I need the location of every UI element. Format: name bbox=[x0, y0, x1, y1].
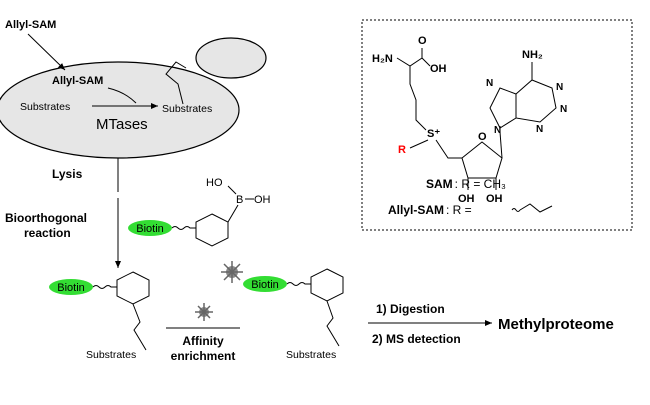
sam-curve-arrow bbox=[107, 87, 137, 104]
r-group-label: R bbox=[398, 144, 406, 156]
biotin-left-label: Biotin bbox=[57, 282, 85, 294]
ring-to-boron bbox=[227, 204, 239, 223]
sam-structure-box: H₂N O OH S⁺ R O OH OH NH₂ N N N N N SAM:… bbox=[361, 19, 633, 231]
wavy-linker-mid bbox=[286, 282, 311, 286]
carbonyl-o: O bbox=[418, 35, 427, 47]
cell-group: Allyl-SAM Allyl-SAM Substrates Substrate… bbox=[0, 19, 267, 159]
adenine-n9: N bbox=[494, 125, 501, 136]
adenine-n3: N bbox=[560, 104, 567, 115]
ms-detection-label: 2) MS detection bbox=[372, 332, 461, 346]
labeled-substrate-left: Biotin Substrates bbox=[49, 271, 150, 361]
allyl-chain-cell bbox=[165, 61, 187, 105]
s-ribose-bond bbox=[435, 139, 462, 159]
b-ho-bond bbox=[227, 185, 237, 195]
biotin-tag-mid bbox=[243, 276, 287, 292]
wavy-linker-top bbox=[171, 226, 196, 230]
substrates-right-label: Substrates bbox=[162, 103, 212, 115]
reaction-label: reaction bbox=[24, 226, 71, 240]
ribose-o: O bbox=[478, 131, 487, 143]
substrates-bottom-left: Substrates bbox=[86, 349, 136, 361]
linker-chain-mid bbox=[326, 300, 340, 347]
linker-chain-left bbox=[132, 303, 147, 351]
wavy-linker-left bbox=[92, 285, 117, 289]
adenine-n1: N bbox=[556, 82, 563, 93]
lysis-label: Lysis bbox=[52, 167, 83, 181]
biotin-tag-top bbox=[128, 220, 172, 236]
substrates-left-label: Substrates bbox=[20, 101, 70, 113]
ribose-oh1: OH bbox=[458, 193, 475, 205]
s-plus-label: S⁺ bbox=[427, 128, 440, 140]
enrichment-label: enrichment bbox=[171, 349, 236, 363]
allyl-sam-definition: Allyl-SAM: R = bbox=[388, 203, 472, 217]
boron-atom: B bbox=[236, 194, 243, 206]
boron-oh: OH bbox=[254, 194, 271, 206]
adenine-imidazole bbox=[489, 87, 517, 129]
s-r-bond bbox=[409, 139, 429, 149]
affinity-step: Affinity enrichment bbox=[166, 303, 240, 363]
methylproteome-label: Methylproteome bbox=[498, 316, 614, 333]
amino-acid-bonds bbox=[396, 48, 431, 131]
boronic-probe: Biotin B HO OH bbox=[128, 177, 271, 247]
glycosidic-bond bbox=[499, 131, 503, 159]
streptavidin-icon-small bbox=[195, 303, 213, 321]
cell-vesicle bbox=[195, 37, 267, 79]
nh2-label: NH₂ bbox=[522, 49, 543, 61]
workflow-left: Lysis Bioorthogonal reaction bbox=[5, 158, 121, 268]
boron-ho: HO bbox=[206, 177, 223, 189]
ribose-ring bbox=[461, 141, 503, 179]
biotin-mid-label: Biotin bbox=[251, 279, 279, 291]
benzene-ring-top bbox=[195, 213, 229, 247]
h2n-label: H₂N bbox=[372, 53, 393, 65]
substrates-bottom-mid: Substrates bbox=[286, 349, 336, 361]
bioorthogonal-label: Bioorthogonal bbox=[5, 211, 87, 225]
analysis-step: 1) Digestion 2) MS detection Methylprote… bbox=[368, 302, 614, 346]
mtases-label: MTases bbox=[96, 116, 148, 133]
ribose-oh2: OH bbox=[486, 193, 503, 205]
outer-allyl-sam-label: Allyl-SAM bbox=[5, 19, 56, 31]
adenine-n7: N bbox=[486, 78, 493, 89]
biotin-top-label: Biotin bbox=[136, 223, 164, 235]
inner-allyl-sam-label: Allyl-SAM bbox=[52, 75, 103, 87]
benzene-ring-left bbox=[116, 271, 150, 305]
digestion-label: 1) Digestion bbox=[376, 302, 445, 316]
enriched-substrate: Biotin Substrates bbox=[221, 261, 344, 361]
allyl-group-glyph bbox=[511, 203, 553, 213]
affinity-label: Affinity bbox=[182, 334, 224, 348]
adenine-n-ring: N bbox=[536, 124, 543, 135]
acid-oh-label: OH bbox=[430, 63, 447, 75]
sam-definition: SAM: R = CH₃ bbox=[426, 177, 506, 191]
biotin-tag-left bbox=[49, 279, 93, 295]
adenine-pyrimidine bbox=[515, 79, 557, 123]
streptavidin-icon-bound bbox=[221, 261, 243, 283]
benzene-ring-mid bbox=[310, 268, 344, 302]
uptake-arrow bbox=[27, 33, 66, 71]
